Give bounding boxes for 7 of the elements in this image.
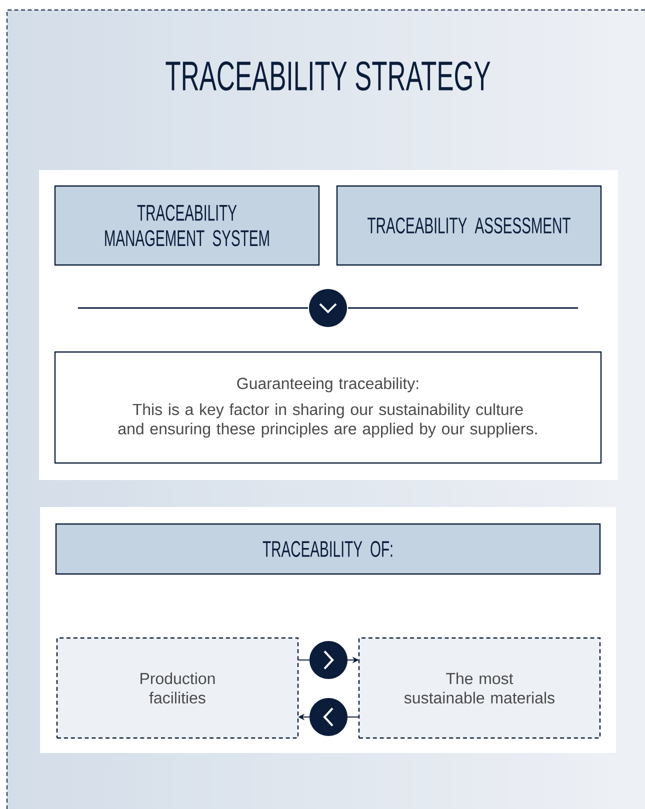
dashed-box: The most sustainable materials [358,637,601,739]
heading-box: TRACEABILITY ASSESSMENT [336,185,602,266]
dashed-box: Production facilities [56,637,299,739]
heading-box: TRACEABILITY OF: [55,523,601,575]
heading-box: TRACEABILITY MANAGEMENT SYSTEM [54,185,320,266]
title: TRACEABILITY STRATEGY [166,61,490,91]
text-box: Guaranteeing traceability: This is a key factor in sharing our sustainability culture and ensuring these principles are applied by our suppliers. [54,351,602,464]
